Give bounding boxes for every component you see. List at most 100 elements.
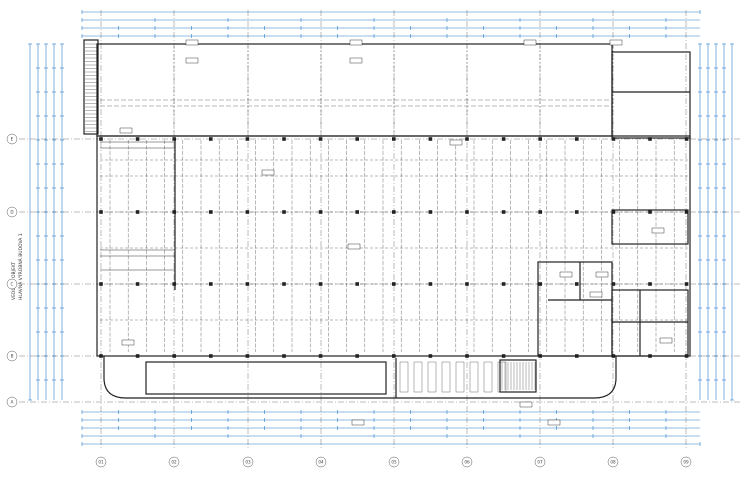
- row-grid-label: D: [10, 210, 13, 215]
- structural-column: [428, 210, 433, 214]
- column-bubble: [607, 456, 619, 468]
- room-tag-box: [449, 139, 463, 146]
- structural-column: [135, 210, 140, 214]
- structural-column: [465, 354, 469, 358]
- structural-column: [99, 137, 103, 141]
- row-bubble: [6, 350, 18, 362]
- structural-column: [684, 282, 689, 286]
- row-bubble: [6, 278, 18, 290]
- room-tag-box: [119, 127, 133, 134]
- structural-column: [465, 282, 469, 286]
- row-bubble: [6, 396, 18, 408]
- column-grid-label: 04: [318, 460, 324, 465]
- side-title-line2: HLAVNÁ VÝROBNÁ BUDOVA 1: [17, 233, 24, 300]
- room-tag-box: [609, 39, 623, 46]
- bottom-wing-pool: [145, 361, 387, 395]
- room-tag-box: [559, 271, 573, 278]
- structural-column: [99, 354, 103, 358]
- structural-column: [501, 210, 506, 214]
- column-bubble: [388, 456, 400, 468]
- structural-column: [355, 210, 359, 214]
- structural-column: [172, 210, 176, 214]
- structural-column: [611, 282, 616, 286]
- row-bubble: [6, 206, 18, 218]
- structural-column: [501, 354, 506, 358]
- column-grid-label: 08: [610, 460, 616, 465]
- column-bubble: [168, 456, 180, 468]
- roof-members: [85, 43, 689, 393]
- main-hall-outline: [96, 135, 691, 357]
- room-tag-box: [589, 291, 603, 298]
- bottom-wing-bay: [483, 361, 493, 393]
- structural-column: [318, 137, 323, 141]
- structural-column: [428, 137, 433, 141]
- bottom-wing-bay: [399, 361, 409, 393]
- room-tag-box: [349, 57, 363, 64]
- structural-column: [428, 354, 433, 358]
- structural-column: [501, 282, 506, 286]
- room-tag-box: [121, 339, 135, 346]
- bottom-wing-bay: [413, 361, 423, 393]
- row-grid-label: E: [11, 137, 14, 142]
- column-grid-label: 01: [98, 460, 104, 465]
- column-grid-label: 09: [683, 460, 689, 465]
- structural-column: [538, 354, 542, 358]
- structural-grid: [8, 10, 740, 450]
- structural-column: [318, 354, 323, 358]
- column-bubble: [680, 456, 692, 468]
- room-tag-box: [651, 227, 665, 234]
- structural-column: [355, 137, 359, 141]
- structural-column: [318, 282, 323, 286]
- room-tag-box: [519, 401, 533, 408]
- structural-column: [245, 282, 250, 286]
- structural-column: [355, 282, 359, 286]
- row-grid-label: B: [11, 354, 14, 359]
- room-tag-box: [659, 337, 673, 344]
- structural-column: [684, 210, 689, 214]
- structural-column: [172, 354, 176, 358]
- structural-column: [209, 354, 213, 358]
- structural-column: [392, 137, 396, 141]
- structural-column: [209, 210, 213, 214]
- structural-column: [282, 137, 286, 141]
- bottom-wing-bay: [469, 361, 479, 393]
- bottom-wing-bay: [455, 361, 465, 393]
- structural-column: [99, 210, 103, 214]
- structural-column: [684, 354, 689, 358]
- room-tag-box: [349, 39, 363, 46]
- bottom-wing-outline: [103, 356, 617, 399]
- structural-column: [392, 210, 396, 214]
- structural-column: [135, 137, 140, 141]
- building-walls: [83, 39, 691, 399]
- column-grid-label: 03: [245, 460, 251, 465]
- column-bubble: [315, 456, 327, 468]
- column-bubble: [95, 456, 107, 468]
- structural-column: [392, 354, 396, 358]
- structural-column: [538, 210, 542, 214]
- room-tag-box: [595, 271, 609, 278]
- office-block: [611, 289, 689, 357]
- structural-column: [245, 354, 250, 358]
- structural-column: [575, 137, 579, 141]
- row-bubble: [6, 133, 18, 145]
- structural-column: [209, 282, 213, 286]
- structural-column: [209, 137, 213, 141]
- structural-column: [245, 210, 250, 214]
- bottom-wing-bay: [427, 361, 437, 393]
- structural-column: [648, 354, 652, 358]
- structural-column: [428, 282, 433, 286]
- structural-column: [282, 354, 286, 358]
- room-tag-box: [523, 39, 537, 46]
- upper-hall-outline: [96, 43, 613, 137]
- structural-column: [538, 282, 542, 286]
- structural-column: [575, 282, 579, 286]
- structural-column: [135, 354, 140, 358]
- right-room: [611, 209, 689, 245]
- room-tag-box: [185, 39, 199, 46]
- room-tag-box: [261, 169, 275, 176]
- room-tags: [119, 39, 673, 426]
- row-grid-label: A: [11, 400, 14, 405]
